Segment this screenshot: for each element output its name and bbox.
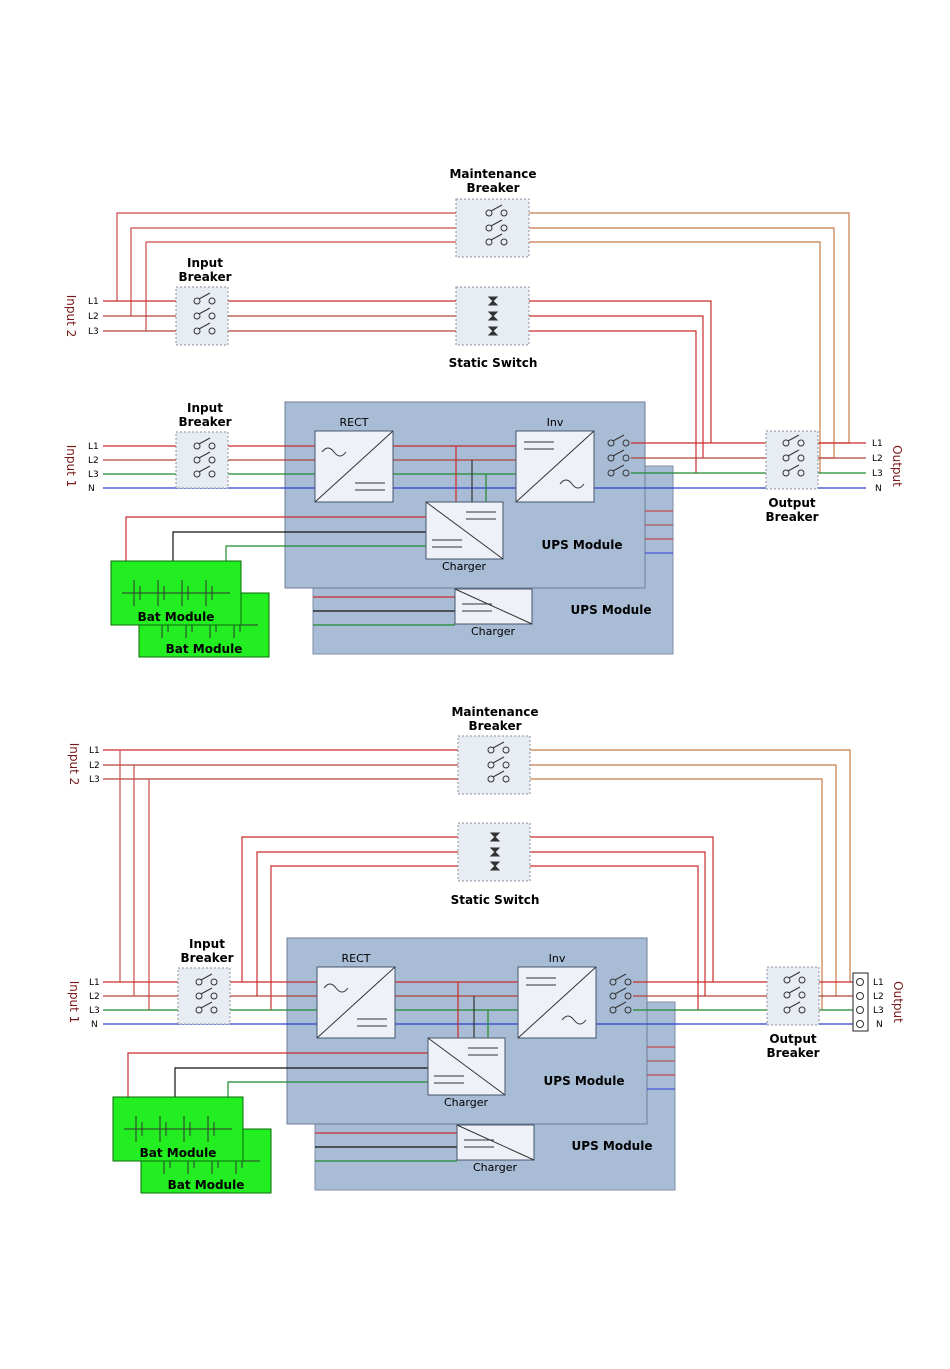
output-breaker-label-1: Output	[768, 496, 816, 510]
maintenance-breaker-label-2: Breaker	[466, 181, 519, 195]
d2-input1-phase-n: N	[91, 1020, 98, 1030]
d2-output-phase-l2: L2	[873, 992, 884, 1002]
output-label: Output	[890, 445, 904, 487]
inverter-output-switch-icon	[607, 434, 630, 477]
d2-bat-module-back-label: Bat Module	[168, 1178, 245, 1192]
output-breaker-switch-icon	[782, 434, 805, 477]
diagram-1: Maintenance Breaker Input Breaker Static…	[64, 167, 904, 658]
ups-module-front-label: UPS Module	[542, 538, 623, 552]
input2-breaker-switch-icon	[193, 292, 216, 335]
rectifier-label: RECT	[340, 416, 369, 429]
input2-label: Input 2	[64, 295, 78, 338]
input2-breaker-label-2: Breaker	[178, 270, 231, 284]
d2-input1-label: Input 1	[67, 981, 81, 1024]
bat-module-front-label: Bat Module	[138, 610, 215, 624]
d2-ups-module-front-label: UPS Module	[544, 1074, 625, 1088]
d2-static-switch-wiring	[241, 836, 714, 1010]
d2-static-switch[interactable]	[457, 822, 531, 882]
d2-output-breaker-label-2: Breaker	[766, 1046, 819, 1060]
d2-static-switch-thyristor-icon	[489, 832, 501, 871]
d2-output-breaker[interactable]	[766, 966, 820, 1026]
d2-charger-front-icon	[427, 1037, 506, 1096]
d2-input1-phase-l1: L1	[89, 978, 100, 988]
input1-phase-l1: L1	[88, 442, 99, 452]
input2-breaker-label-1: Input	[187, 256, 223, 270]
d2-output-phase-l3: L3	[873, 1006, 884, 1016]
output-breaker-label-2: Breaker	[765, 510, 818, 524]
static-switch-label: Static Switch	[449, 356, 538, 370]
d2-charger-back-label: Charger	[473, 1161, 517, 1174]
d2-module-output-taps	[647, 1046, 675, 1090]
d2-maintenance-breaker-label-2: Breaker	[468, 719, 521, 733]
diagram-2: Maintenance Breaker Static Switch Input …	[67, 705, 905, 1194]
input1-phase-n: N	[88, 484, 95, 494]
input2-breaker[interactable]	[175, 286, 229, 346]
d2-output-breaker-label-1: Output	[769, 1032, 817, 1046]
d2-maintenance-breaker-switch-icon	[487, 741, 510, 783]
output-breaker[interactable]	[765, 430, 819, 490]
input2-phase-l3: L3	[88, 327, 99, 337]
d2-inverter-icon	[517, 966, 597, 1039]
bat-module-front-cells-icon	[122, 580, 230, 606]
maintenance-breaker-label-1: Maintenance	[449, 167, 536, 181]
charger-front-label: Charger	[442, 560, 486, 573]
d2-static-switch-label: Static Switch	[451, 893, 540, 907]
input1-phase-l2: L2	[88, 456, 99, 466]
output-phase-l1: L1	[872, 439, 883, 449]
d2-input2-phase-l1: L1	[89, 746, 100, 756]
inverter-label: Inv	[547, 416, 564, 429]
maintenance-breaker-switch-icon	[485, 204, 508, 246]
input1-breaker-switch-icon	[193, 437, 216, 478]
d2-output-phase-n: N	[876, 1020, 883, 1030]
d2-output-label: Output	[891, 981, 905, 1023]
input1-breaker-label-1: Input	[187, 401, 223, 415]
bat-module-back-label: Bat Module	[166, 642, 243, 656]
output-phase-l2: L2	[872, 454, 883, 464]
d2-rectifier-label: RECT	[342, 952, 371, 965]
d2-input1-breaker-label-2: Breaker	[180, 951, 233, 965]
d2-bat-module-front-cells-icon	[124, 1116, 232, 1142]
d2-output-breaker-switch-icon	[783, 971, 806, 1014]
output-phase-n: N	[875, 484, 882, 494]
d2-output-terminal-block[interactable]	[852, 972, 869, 1032]
d2-input2-label: Input 2	[67, 743, 81, 786]
ups-module-back-label: UPS Module	[571, 603, 652, 617]
d2-inverter-output-switch-icon	[609, 973, 632, 1014]
d2-charger-back-icon	[456, 1124, 535, 1161]
d2-output-terminal-icon	[856, 978, 864, 1028]
input2-phase-l1: L1	[88, 297, 99, 307]
input2-wiring	[103, 300, 712, 473]
d2-input1-breaker-label-1: Input	[189, 937, 225, 951]
d2-ups-module-back-label: UPS Module	[572, 1139, 653, 1153]
d2-input2-phase-l3: L3	[89, 775, 100, 785]
d2-output-phase-l1: L1	[873, 978, 884, 988]
d2-maintenance-breaker-label-1: Maintenance	[451, 705, 538, 719]
d2-input1-breaker-switch-icon	[195, 973, 218, 1014]
d2-charger-front-label: Charger	[444, 1096, 488, 1109]
charger-back-label: Charger	[471, 625, 515, 638]
inverter-icon	[515, 430, 595, 503]
d2-input2-phase-l2: L2	[89, 761, 100, 771]
input2-phase-l2: L2	[88, 312, 99, 322]
d2-input1-phase-l2: L2	[89, 992, 100, 1002]
input1-breaker-label-2: Breaker	[178, 415, 231, 429]
rectifier-icon	[314, 430, 394, 503]
charger-front-icon	[425, 501, 504, 560]
input1-label: Input 1	[64, 445, 78, 488]
module-output-taps	[645, 510, 673, 554]
d2-bat-module-front-label: Bat Module	[140, 1146, 217, 1160]
d2-maintenance-wiring	[103, 749, 851, 1010]
d2-input1-breaker[interactable]	[177, 967, 231, 1025]
d2-input1-phase-l3: L3	[89, 1006, 100, 1016]
input1-phase-l3: L3	[88, 470, 99, 480]
output-phase-l3: L3	[872, 469, 883, 479]
d2-rectifier-icon	[316, 966, 396, 1039]
charger-back-icon	[454, 588, 533, 625]
d2-inverter-label: Inv	[549, 952, 566, 965]
static-switch-thyristor-icon	[487, 296, 499, 336]
input1-breaker[interactable]	[175, 431, 229, 489]
